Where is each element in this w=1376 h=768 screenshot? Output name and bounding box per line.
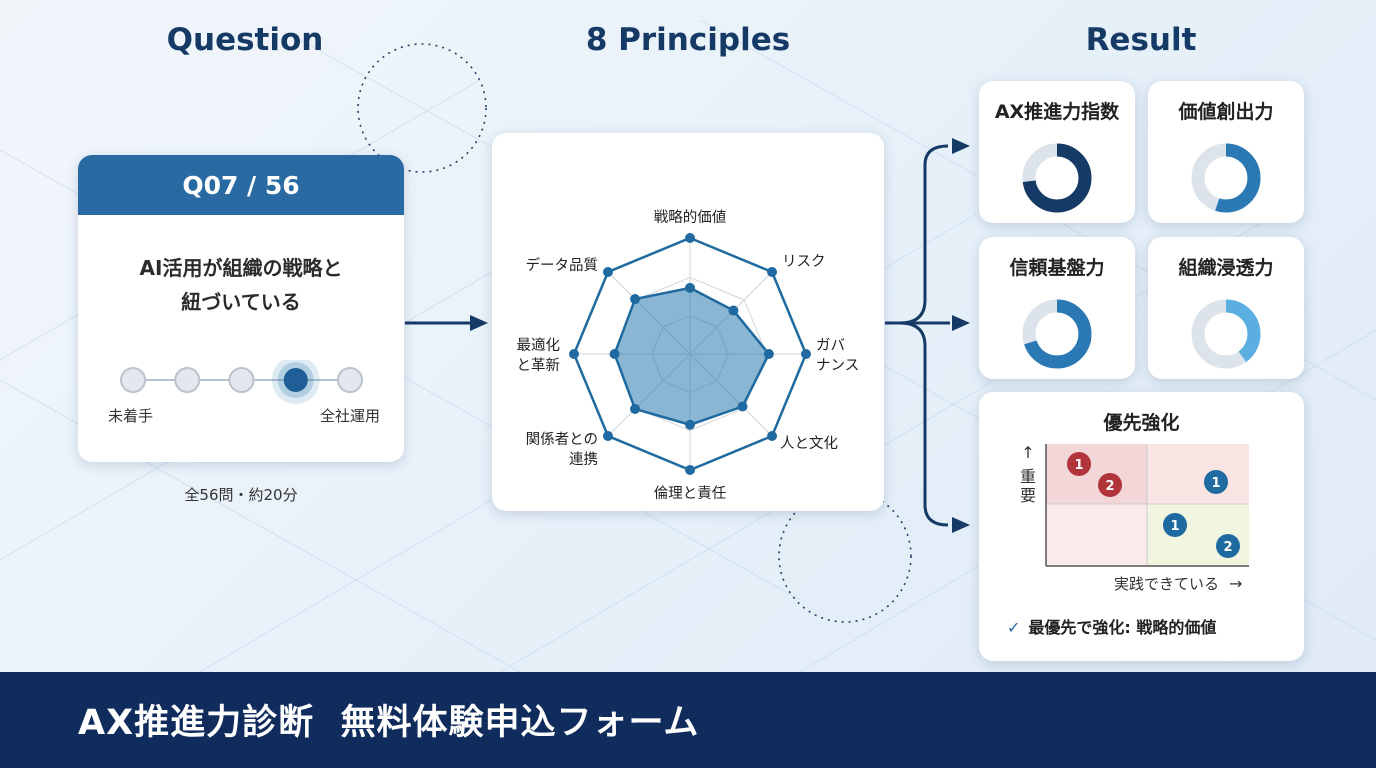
priority-note: ✓ 最優先で強化: 戦略的価値 [1007,614,1216,638]
radar-axis-label: リスク [782,253,826,270]
donut-chart [1191,143,1261,213]
radar-axis-dot [602,431,613,442]
radar-score-point [685,419,695,430]
x-axis-label: 実践できている [1114,575,1219,593]
principles-card: 戦略的価値リスクガバナンス人と文化倫理と責任 関係者との連携 最適化と革新 データ品質 [492,133,884,511]
priority-marker-label: 1 [1170,519,1179,534]
priority-marker [1098,473,1122,497]
footer-title: AX推進力診断 無料体験申込フォーム [78,694,699,745]
up-arrow-icon: ↑ [1021,443,1034,462]
radar-score-point [763,349,774,359]
right-arrow-icon: → [1229,574,1242,593]
scale-point[interactable] [174,367,201,393]
radar-axis-label: 関係者との連携 [526,431,598,468]
donut-value-arc [1191,299,1261,369]
scale-point[interactable] [228,367,255,393]
priority-card: ↑ 重要実践できている → 1 2 1 1 2 優先強化 ✓ 最優先で強化: 戦略的価値 [979,392,1304,661]
radar-score-point [630,294,641,305]
priority-marker-label: 1 [1211,476,1220,491]
question-counter: Q07 / 56 [78,155,404,215]
result-label: 価値創出力 [1178,101,1274,123]
priority-marker-label: 2 [1223,540,1232,555]
footer-title-main: AX推進力診断 [78,703,315,743]
check-icon: ✓ [1007,618,1021,637]
priority-marker [1204,470,1228,494]
priority-marker-label: 1 [1074,458,1083,473]
footer-subtitle: 無料体験申込フォーム [340,703,700,743]
priority-marker [1163,513,1187,537]
radar-score-point [609,349,620,359]
quadrant-top-left [1046,444,1147,504]
question-note: 全56問・約20分 [184,486,298,504]
scale-point-selected [283,368,308,392]
result-card-value-creation: 価値創出力 [1148,81,1304,223]
radar-axis-dot [569,349,579,359]
question-text-line1: AI活用が組織の戦略と [139,256,343,280]
radar-axis-dot [801,349,811,359]
radar-axis-label: データ品質 [525,256,598,274]
priority-marker [1067,452,1091,476]
radar-axis-label: 人と文化 [780,435,838,452]
priority-title: 優先強化 [1103,412,1180,434]
donut-value-arc [1022,143,1092,213]
question-text-line2: 紐づいている [181,290,301,314]
radar-axis-dot [602,266,613,277]
result-card-org-penetration: 組織浸透力 [1148,237,1304,379]
result-card-trust-foundation: 信頼基盤力 [979,237,1135,379]
donut-chart [1022,143,1092,213]
scale-point[interactable] [120,367,146,393]
radar-axis-dot [685,233,695,243]
priority-marker-label: 2 [1105,479,1114,494]
radar-axis-dot [767,431,778,442]
quadrant-bottom-right [1147,504,1249,566]
radar-axis-label: 倫理と責任 [654,485,727,502]
radar-score-point [737,401,748,412]
question-card: Q07 / 56 AI活用が組織の戦略と 紐づいている 未着手 全社運用 [78,155,404,462]
donut-value-arc [1191,143,1261,213]
result-label: 信頼基盤力 [1009,257,1105,279]
scale-max-label: 全社運用 [319,407,380,425]
radar-axis-label: ガバナンス [816,337,859,374]
question-header: Question [166,22,324,58]
donut-value-arc [1022,299,1092,369]
radar-score-point [630,403,641,414]
radar-axis-dot [685,465,695,475]
radar-score-point [728,305,739,316]
quadrant-top-right [1147,444,1249,504]
question-text: AI活用が組織の戦略と 紐づいている [78,251,404,319]
principles-header: 8 Principles [585,22,791,58]
result-card-ax-index: AX推進力指数 [979,81,1135,223]
radar-axis-dot [767,266,778,277]
priority-note-text: 最優先で強化: 戦略的価値 [1028,618,1217,637]
result-header: Result [1085,22,1197,58]
donut-chart [1191,299,1261,369]
answer-scale[interactable] [78,360,404,420]
radar-axis-label: 戦略的価値 [654,209,727,226]
scale-point[interactable] [337,367,363,393]
radar-axis-label: 最適化と革新 [517,336,561,374]
result-label: 組織浸透力 [1178,257,1274,279]
quadrant-bottom-left [1046,504,1147,566]
donut-chart [1022,299,1092,369]
scale-min-label: 未着手 [108,407,154,425]
y-axis-label: 重要 [1020,467,1036,505]
priority-marker [1216,534,1240,558]
footer-banner: AX推進力診断 無料体験申込フォーム [0,672,1376,768]
result-label: AX推進力指数 [994,101,1120,123]
radar-score-point [685,282,695,293]
